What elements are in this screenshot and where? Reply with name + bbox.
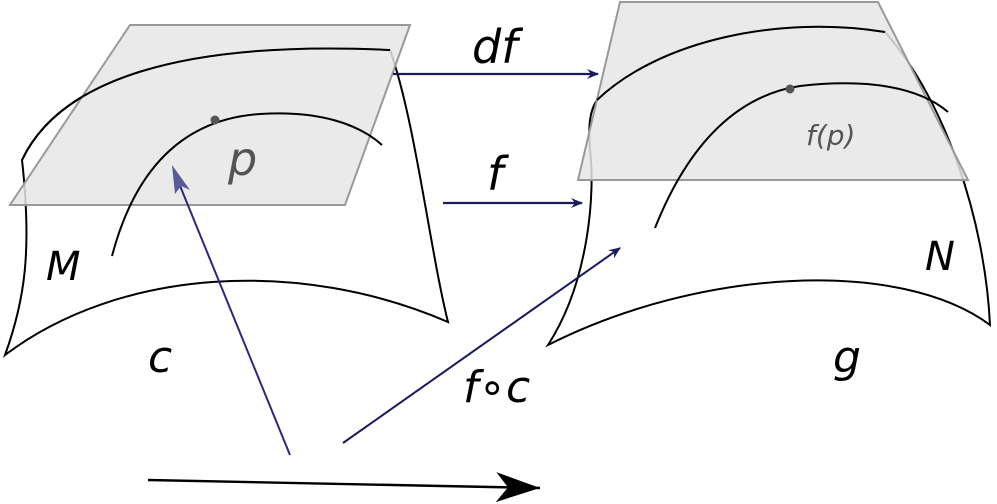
label-g: g (833, 332, 861, 383)
curve-c-on-m (111, 112, 383, 257)
label-df: df (472, 20, 523, 74)
arrow-c-head (172, 165, 190, 194)
label-f-compose-c: f∘c (463, 362, 530, 413)
curve-fc-on-n (654, 82, 949, 229)
surface-m-top-edge (21, 47, 391, 161)
label-f: f (487, 147, 509, 201)
label-c: c (148, 332, 172, 383)
label-m: M (46, 244, 81, 290)
tangent-plane-right (576, 1, 970, 181)
point-p (210, 115, 220, 125)
point-fp (785, 84, 795, 94)
label-f-of-p: f(p) (806, 119, 855, 152)
label-p: p (227, 132, 257, 186)
surface-n-top-edge (596, 25, 886, 101)
parameter-axis (147, 472, 541, 503)
arrow-c (175, 175, 291, 456)
arrow-fc (342, 247, 621, 444)
label-n: N (925, 234, 955, 280)
tangent-plane-left (8, 24, 412, 206)
